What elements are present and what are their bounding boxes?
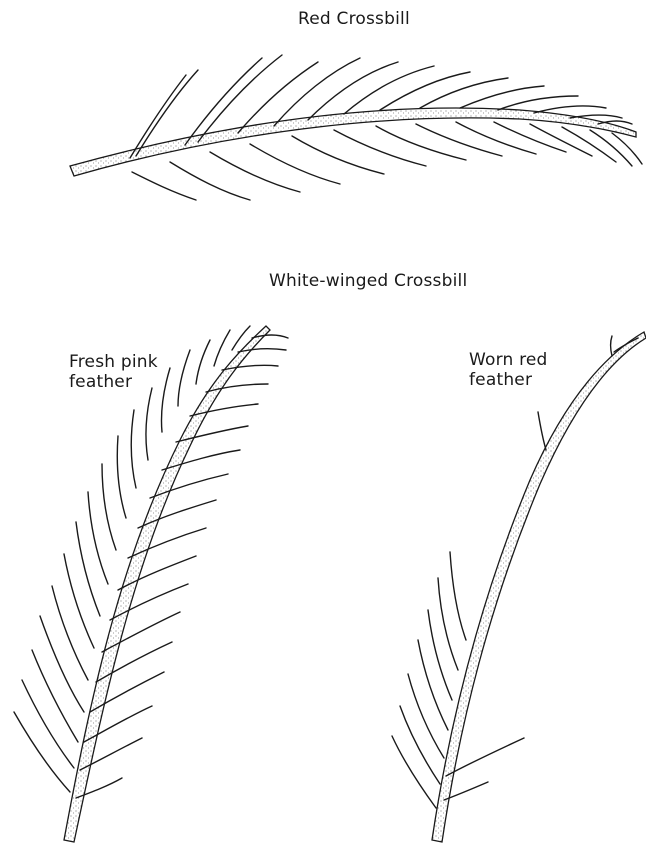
worn-red-feather xyxy=(392,332,646,842)
red-crossbill-feather xyxy=(70,55,642,200)
fresh-pink-feather xyxy=(14,326,288,842)
worn-feather-right-barbs xyxy=(444,338,638,800)
fresh-feather-shaft xyxy=(64,326,270,842)
worn-feather-shaft xyxy=(432,332,646,842)
fresh-feather-right-barbs xyxy=(76,335,288,798)
